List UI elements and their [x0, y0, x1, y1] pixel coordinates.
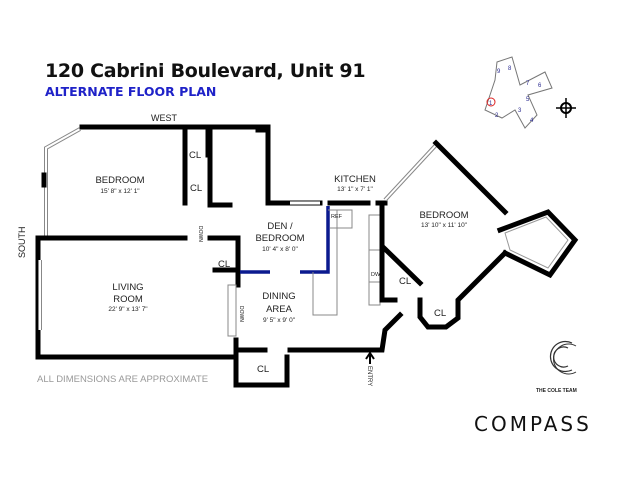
closet-label: CL	[218, 259, 230, 270]
team-name: THE COLE TEAM	[536, 388, 577, 394]
plan-subtitle: ALTERNATE FLOOR PLAN	[45, 84, 217, 99]
den-name1: DEN /	[267, 221, 293, 232]
unit-2: 2	[495, 113, 499, 119]
living-name2: ROOM	[113, 294, 143, 305]
dishwasher-label: DW	[371, 272, 381, 278]
ref-label: REF	[331, 214, 343, 220]
entry-label: ENTRY	[366, 366, 372, 386]
kitchen-dim: 13' 1" x 7' 1"	[337, 186, 373, 193]
dining-name1: DINING	[262, 291, 295, 302]
living-name1: LIVING	[112, 282, 143, 293]
walls	[35, 124, 579, 388]
entry-arrow-icon	[365, 351, 375, 364]
down-label: DOWN	[197, 226, 203, 242]
closet-label: CL	[434, 308, 446, 319]
unit-4: 4	[530, 118, 534, 124]
closet-label: CL	[190, 183, 202, 194]
bedroom2-name: BEDROOM	[419, 210, 468, 221]
den-dim: 10' 4" x 8' 0"	[262, 246, 298, 253]
north-compass-icon	[556, 98, 576, 118]
south-label: SOUTH	[17, 227, 27, 259]
unit-9: 9	[497, 69, 501, 75]
listing-title: 120 Cabrini Boulevard, Unit 91	[45, 60, 366, 82]
unit-5: 5	[526, 97, 530, 103]
building-key-plan: 1 2 3 4 5 6 7 8 9	[484, 56, 553, 129]
closet-label: CL	[257, 364, 269, 375]
down-label: DOWN	[238, 306, 244, 322]
dining-dim: 9' 5" x 9' 0"	[263, 317, 296, 324]
living-dim: 22' 9" x 13' 7"	[108, 306, 148, 313]
unit-6: 6	[538, 83, 542, 89]
closet-label: CL	[189, 150, 201, 161]
unit-3: 3	[518, 108, 522, 114]
unit-7: 7	[526, 81, 530, 87]
brand-logo: COMPASS	[474, 412, 592, 436]
bedroom2-dim: 13' 10" x 11' 10"	[421, 222, 468, 229]
west-label: WEST	[151, 113, 178, 123]
unit-1: 1	[489, 101, 493, 107]
dimensions-disclaimer: ALL DIMENSIONS ARE APPROXIMATE	[37, 374, 209, 385]
bedroom1-dim: 15' 8" x 12' 1"	[100, 188, 140, 195]
kitchen-name: KITCHEN	[334, 174, 376, 185]
cole-team-logo	[549, 340, 577, 375]
dining-name2: AREA	[266, 304, 293, 315]
unit-8: 8	[508, 66, 512, 72]
den-name2: BEDROOM	[255, 233, 304, 244]
bedroom1-name: BEDROOM	[95, 175, 144, 186]
closet-label: CL	[399, 276, 411, 287]
